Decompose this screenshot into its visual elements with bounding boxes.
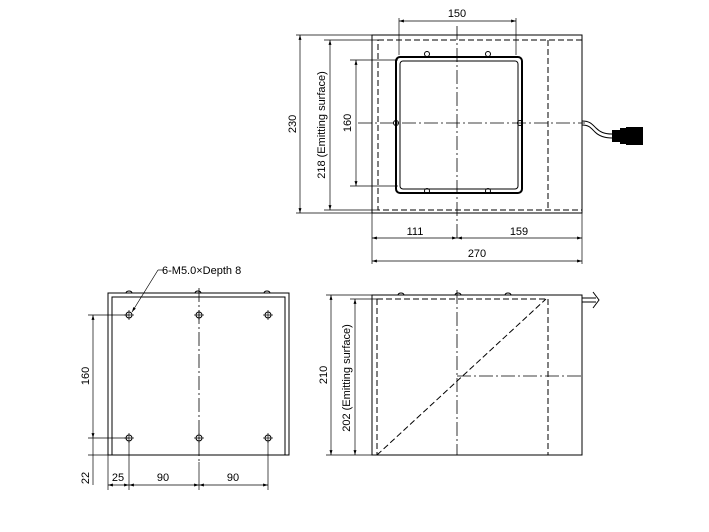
dim-202-label: 202 (Emitting surface)	[341, 324, 353, 432]
top-view: 150 230 218 (Emitting surface) 160 111 1…	[287, 8, 643, 264]
dim-90-right-label: 90	[227, 472, 239, 484]
dim-230-label: 230	[287, 115, 299, 133]
top-view-emitting-outline	[377, 39, 583, 211]
side-view: 210 202 (Emitting surface)	[318, 290, 600, 456]
dim-160-label: 160	[342, 114, 354, 132]
cable-connector	[581, 120, 643, 145]
dim-22-label: 22	[80, 472, 92, 484]
top-view-outer-body	[371, 34, 583, 214]
dim-111-label: 111	[407, 226, 424, 238]
dim-front-160-label: 160	[80, 367, 92, 385]
front-view-top-bumps	[125, 290, 271, 294]
side-view-inner-dashed	[376, 298, 549, 456]
dim-270-label: 270	[468, 248, 486, 260]
dim-159-label: 159	[510, 226, 528, 238]
side-view-cable-stub	[582, 291, 600, 309]
side-view-top-bumps	[397, 292, 512, 296]
top-view-window-inner	[399, 60, 519, 190]
thread-note-label: 6-M5.0×Depth 8	[162, 265, 241, 277]
dim-150-label: 150	[448, 8, 466, 20]
dim-25-label: 25	[112, 472, 124, 484]
dim-90-left-label: 90	[157, 472, 169, 484]
front-view: 6-M5.0×Depth 8 160 22 25 90 90	[80, 265, 290, 490]
top-view-window-outer	[395, 56, 523, 194]
dim-210-label: 210	[318, 366, 330, 384]
threaded-holes	[124, 310, 273, 443]
top-view-screw-holes	[393, 51, 523, 194]
side-view-diagonal	[376, 298, 547, 456]
dim-218-label: 218 (Emitting surface)	[316, 71, 328, 179]
front-view-inner-outline	[111, 296, 286, 456]
side-view-outer-body	[371, 294, 583, 456]
front-view-outer-body	[107, 292, 290, 456]
